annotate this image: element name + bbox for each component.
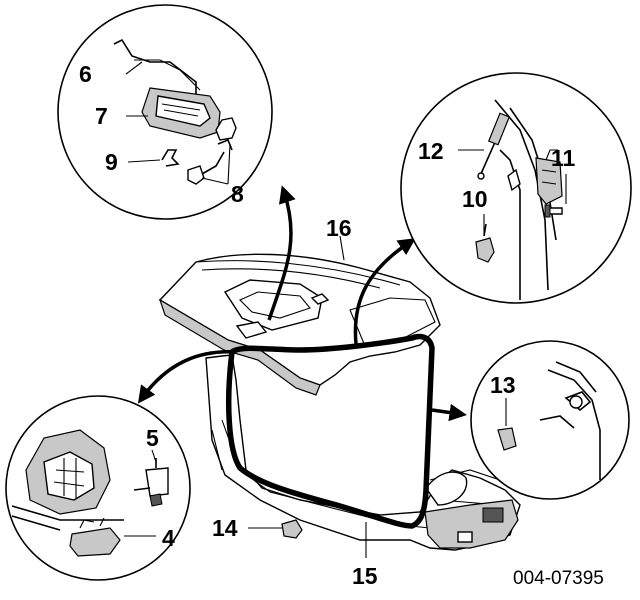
actuator-rod bbox=[133, 458, 157, 491]
leader-6 bbox=[125, 61, 143, 75]
latch-details bbox=[53, 458, 85, 498]
bracket-detail bbox=[541, 149, 558, 185]
callout-9: 9 bbox=[105, 149, 118, 175]
callout-10: 10 bbox=[462, 186, 488, 212]
handle-bezel bbox=[235, 321, 268, 339]
handle-grip bbox=[155, 95, 211, 127]
lock-key bbox=[187, 165, 205, 185]
key-blade bbox=[201, 151, 225, 175]
figure-code: 004-07395 bbox=[513, 568, 604, 589]
weatherstrip-seal bbox=[225, 333, 435, 529]
striker-pillar bbox=[539, 361, 601, 480]
callout-labels: 6 7 9 8 12 11 10 16 13 5 4 14 15 004-073… bbox=[79, 61, 604, 589]
striker-plate bbox=[497, 427, 517, 451]
hinge-bracket bbox=[535, 157, 563, 205]
detail-arrows bbox=[137, 185, 467, 422]
callout-16: 16 bbox=[326, 215, 352, 241]
callout-5: 5 bbox=[146, 425, 159, 451]
bumper-stop-part bbox=[248, 519, 303, 539]
license-recess-inner bbox=[239, 291, 311, 319]
detail-circle-strut bbox=[400, 72, 632, 304]
taillight-opening bbox=[425, 471, 468, 506]
body-lower-detail bbox=[211, 419, 506, 529]
handle-link bbox=[134, 59, 201, 91]
leader-8 bbox=[227, 143, 231, 185]
latch-actuator bbox=[145, 467, 169, 497]
striker-bolt-hole bbox=[569, 395, 583, 409]
leader-9 bbox=[127, 159, 161, 163]
leader-8b bbox=[201, 177, 229, 185]
handle-inner bbox=[161, 103, 201, 117]
strut-cylinder bbox=[487, 112, 511, 146]
arrow-to-handle-detail bbox=[267, 185, 296, 321]
arrow-to-strut-detail bbox=[353, 238, 416, 345]
callout-15: 15 bbox=[352, 563, 378, 589]
latch-motor bbox=[69, 527, 121, 557]
bumper-stop bbox=[281, 519, 303, 539]
lower-latch-slot bbox=[457, 531, 473, 543]
detail-latch bbox=[5, 395, 191, 581]
lock-cylinder bbox=[215, 117, 237, 141]
cylinder-clip bbox=[217, 138, 233, 151]
badge-tab bbox=[310, 293, 330, 305]
latch-inner bbox=[43, 451, 95, 501]
detail-strut bbox=[400, 72, 632, 304]
detail-striker bbox=[470, 340, 630, 500]
lower-bracket bbox=[475, 237, 495, 263]
callout-8: 8 bbox=[231, 181, 244, 207]
bolt-head bbox=[544, 204, 551, 218]
arrow-to-striker-detail bbox=[431, 403, 467, 422]
detail-circle-striker bbox=[470, 340, 630, 500]
strut-ball-end bbox=[477, 172, 485, 180]
strut-clip bbox=[507, 168, 521, 192]
callout-11: 11 bbox=[551, 145, 576, 171]
retainer-clip bbox=[161, 149, 180, 167]
arrow-to-latch-detail bbox=[137, 350, 237, 404]
liftgate-assembly bbox=[158, 253, 521, 551]
detail-handle bbox=[57, 4, 273, 220]
callout-4: 4 bbox=[162, 525, 175, 551]
callout-14: 14 bbox=[212, 515, 238, 541]
callout-12: 12 bbox=[418, 138, 444, 164]
license-plate-recess bbox=[482, 507, 504, 523]
actuator-plug bbox=[149, 493, 163, 507]
motor-details bbox=[79, 517, 105, 529]
callout-7: 7 bbox=[95, 103, 108, 129]
leader-16 bbox=[339, 235, 345, 261]
callout-13: 13 bbox=[490, 372, 516, 398]
callout-6: 6 bbox=[79, 61, 92, 87]
handle-rod bbox=[113, 38, 197, 96]
leader-5 bbox=[151, 449, 157, 463]
